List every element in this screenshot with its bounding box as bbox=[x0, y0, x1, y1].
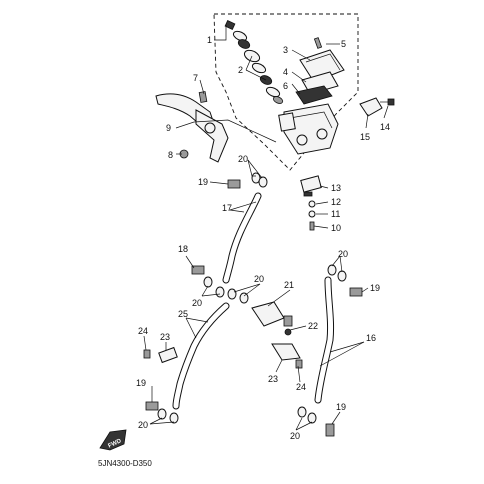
callout-17: 17 bbox=[222, 203, 232, 213]
callout-4: 4 bbox=[283, 67, 288, 77]
callout-18: 18 bbox=[178, 244, 188, 254]
left-hose-clamp bbox=[143, 346, 178, 364]
callout-22: 22 bbox=[308, 321, 318, 331]
callout-8: 8 bbox=[168, 150, 173, 160]
callout-5: 5 bbox=[341, 39, 346, 49]
forward-arrow-label: FWD bbox=[107, 438, 123, 449]
callout-9: 9 bbox=[166, 123, 171, 133]
right-lower-brake-hose bbox=[314, 276, 335, 404]
callout-24-left: 24 bbox=[138, 326, 148, 336]
callout-15: 15 bbox=[360, 132, 370, 142]
callout-19-right-top: 19 bbox=[370, 283, 380, 293]
callout-20-mid: 20 bbox=[254, 274, 264, 284]
callout-23-right: 23 bbox=[268, 374, 278, 384]
right-hose-clamp bbox=[271, 343, 303, 369]
callout-3: 3 bbox=[283, 45, 288, 55]
callout-19-right-bottom: 19 bbox=[336, 402, 346, 412]
clamp-holder bbox=[359, 97, 395, 117]
callout-19-left-bottom: 19 bbox=[136, 378, 146, 388]
brake-lever bbox=[155, 91, 229, 163]
mid-union-bolt bbox=[191, 265, 225, 298]
callout-20-right-top: 20 bbox=[338, 249, 348, 259]
callout-20-top: 20 bbox=[238, 154, 248, 164]
callout-10: 10 bbox=[331, 223, 341, 233]
master-cylinder-body bbox=[278, 103, 339, 155]
master-cylinder-group-outline bbox=[213, 13, 359, 171]
leader-lines bbox=[143, 24, 389, 431]
callout-20-right-bottom: 20 bbox=[290, 431, 300, 441]
reservoir-cap bbox=[295, 37, 345, 105]
callout-20-left-bottom: 20 bbox=[138, 420, 148, 430]
callout-1: 1 bbox=[207, 35, 212, 45]
callout-20-mid-left: 20 bbox=[192, 298, 202, 308]
callout-19-top: 19 bbox=[198, 177, 208, 187]
piston-kit bbox=[224, 20, 284, 104]
callout-11: 11 bbox=[331, 209, 340, 219]
callout-12: 12 bbox=[331, 197, 341, 207]
callout-7: 7 bbox=[193, 73, 198, 83]
callout-24-right: 24 bbox=[296, 382, 306, 392]
callout-21: 21 bbox=[284, 280, 294, 290]
left-lower-brake-hose bbox=[172, 302, 230, 410]
callout-2: 2 bbox=[238, 65, 243, 75]
upper-union-bolt bbox=[227, 172, 268, 189]
brake-joint bbox=[251, 301, 293, 336]
callout-16: 16 bbox=[366, 333, 376, 343]
forward-arrow-icon: FWD bbox=[99, 429, 127, 451]
callout-13: 13 bbox=[331, 183, 341, 193]
joint-washers bbox=[227, 288, 249, 304]
upper-brake-hose bbox=[222, 192, 262, 284]
left-lower-union bbox=[145, 401, 179, 424]
callout-6: 6 bbox=[283, 81, 288, 91]
drawing-code: 5JN4300-D350 bbox=[98, 459, 152, 468]
callout-14: 14 bbox=[380, 122, 390, 132]
right-lower-union bbox=[297, 406, 335, 437]
brake-switch bbox=[300, 175, 322, 231]
callout-25: 25 bbox=[178, 309, 188, 319]
right-upper-union bbox=[327, 264, 363, 297]
callout-23-left: 23 bbox=[160, 332, 170, 342]
